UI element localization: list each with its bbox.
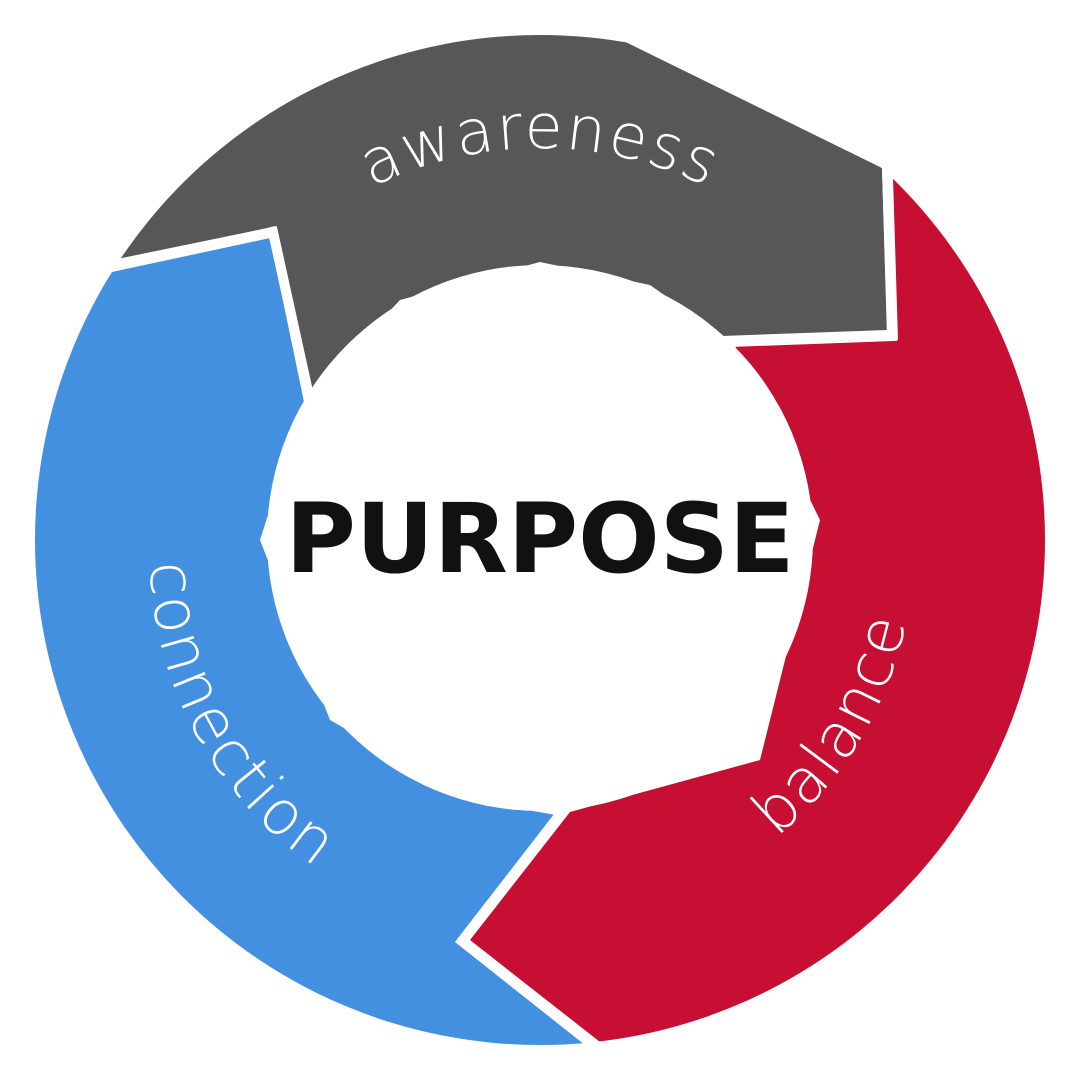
separators: [106, 169, 898, 1048]
separator-connection-awareness: [106, 226, 314, 398]
segment-balance: [470, 35, 1045, 1045]
separator-awareness-balance: [729, 169, 898, 347]
separator-balance-connection: [455, 808, 596, 1048]
segment-awareness: [100, 35, 887, 392]
center-title: PURPOSE: [286, 483, 795, 595]
segment-connection: [35, 35, 585, 1045]
